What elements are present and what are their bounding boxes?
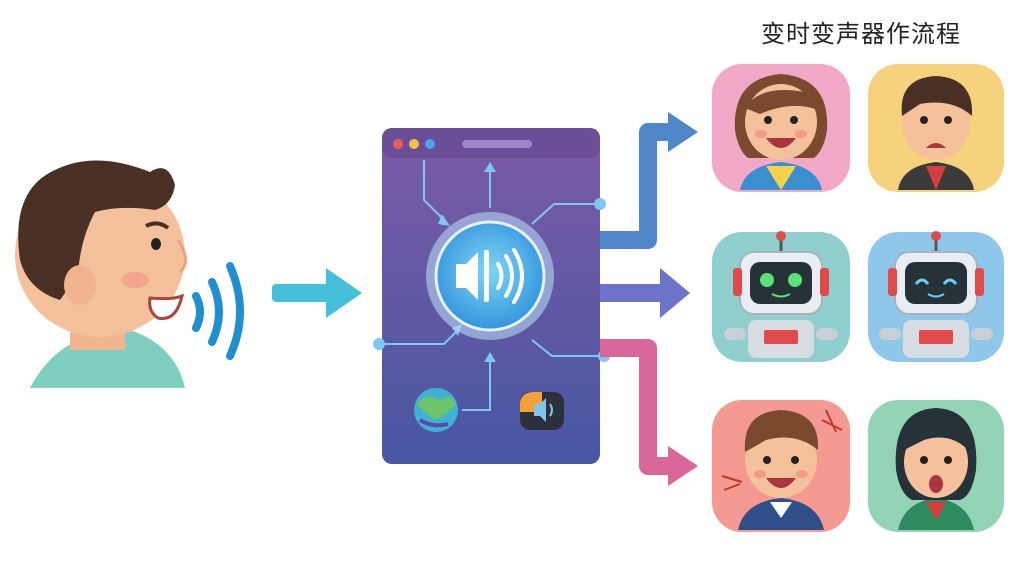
output-arrow-top <box>600 112 698 249</box>
input-arrow <box>272 268 362 318</box>
window-close-dot <box>393 139 403 149</box>
output-tile-girl <box>712 64 850 192</box>
output-tile-boy <box>868 64 1004 192</box>
window-max-dot <box>425 139 435 149</box>
output-arrow-bottom <box>600 339 698 486</box>
speaker-core-icon <box>456 248 524 304</box>
output-tile-woman <box>868 400 1004 532</box>
output-tile-young <box>712 400 850 532</box>
window-min-dot <box>409 139 419 149</box>
output-arrow-middle <box>600 268 690 318</box>
output-tile-robot-left <box>712 231 850 362</box>
speaker-person <box>15 160 187 388</box>
sound-wave-icon <box>192 262 244 360</box>
output-tile-robot-right <box>868 231 1004 362</box>
window-title-bar <box>462 140 532 148</box>
diagram-title: 变时变声器作流程 <box>761 20 961 48</box>
voice-processor-window <box>373 128 610 464</box>
globe-icon <box>414 388 458 432</box>
audio-chip-icon <box>520 392 564 430</box>
